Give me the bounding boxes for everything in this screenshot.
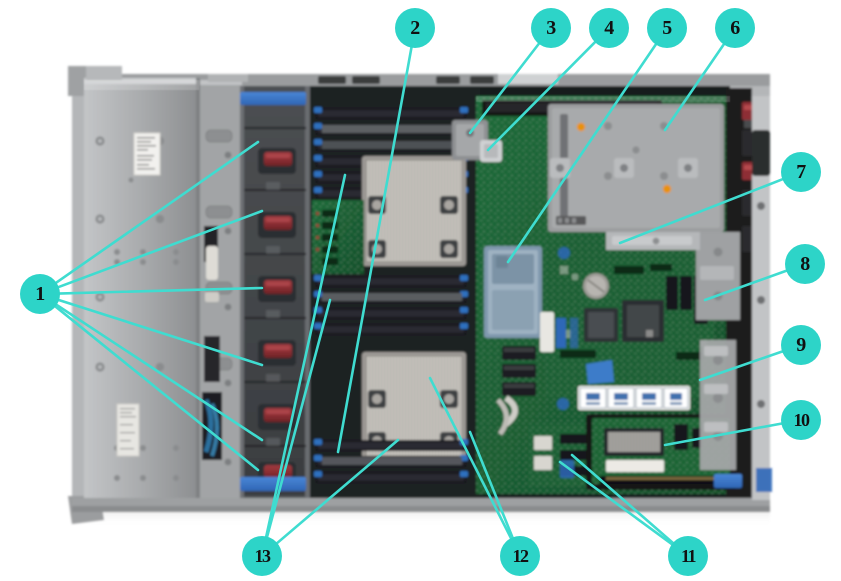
callout-marker-7[interactable]: 7 <box>781 152 821 192</box>
callout-marker-6[interactable]: 6 <box>715 8 755 48</box>
leader-line-10-1 <box>663 421 785 447</box>
leader-line-7-1 <box>618 177 786 245</box>
leader-line-11-2 <box>558 460 675 547</box>
leader-line-12-2 <box>468 430 515 541</box>
leader-line-13-2 <box>264 173 347 540</box>
leader-line-1-6 <box>52 304 260 472</box>
callout-marker-4[interactable]: 4 <box>589 8 629 48</box>
callout-marker-10[interactable]: 10 <box>781 400 821 440</box>
leader-line-11-1 <box>570 453 676 546</box>
callout-marker-13[interactable]: 13 <box>242 536 282 576</box>
leader-line-13-3 <box>274 438 400 546</box>
leader-line-9-1 <box>698 349 786 382</box>
leader-line-6-1 <box>663 41 727 132</box>
leader-line-1-3 <box>56 286 264 295</box>
callout-marker-2[interactable]: 2 <box>395 8 435 48</box>
callout-marker-8[interactable]: 8 <box>785 244 825 284</box>
leader-line-4-1 <box>486 39 598 152</box>
leader-line-13-1 <box>265 298 332 540</box>
callout-marker-9[interactable]: 9 <box>781 325 821 365</box>
callout-marker-11[interactable]: 11 <box>668 536 708 576</box>
leader-line-1-4 <box>55 298 264 367</box>
leader-line-12-1 <box>428 376 514 542</box>
callout-marker-3[interactable]: 3 <box>531 8 571 48</box>
callout-marker-12[interactable]: 12 <box>500 536 540 576</box>
callout-marker-5[interactable]: 5 <box>647 8 687 48</box>
leader-line-3-1 <box>468 40 542 135</box>
callout-marker-1[interactable]: 1 <box>20 274 60 314</box>
leader-line-8-1 <box>703 268 790 302</box>
leader-line-2-1 <box>336 44 414 454</box>
leader-line-1-5 <box>53 302 264 442</box>
leader-line-1-2 <box>55 209 264 289</box>
leader-line-5-1 <box>506 41 659 264</box>
leader-line-1-1 <box>53 140 260 286</box>
